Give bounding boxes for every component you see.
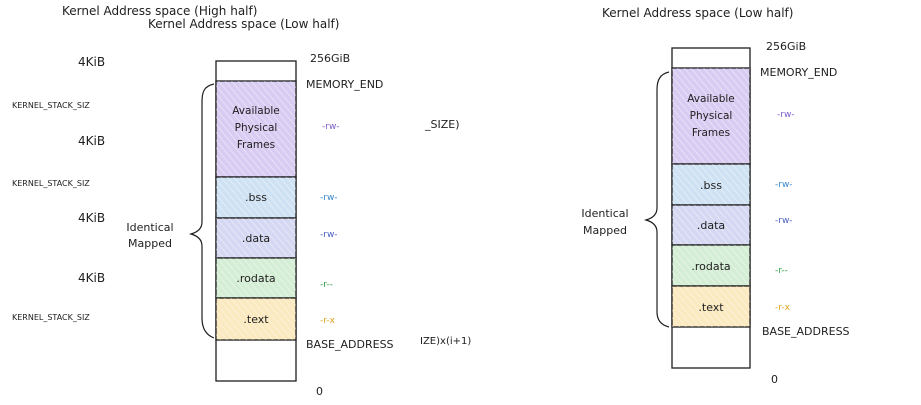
segment-label: .bss — [245, 191, 267, 204]
permission-label: -rw- — [322, 122, 340, 132]
segment-label-line: Physical — [690, 110, 733, 122]
address-label-top: 256GiB — [310, 52, 350, 65]
segment-label: .text — [243, 313, 269, 326]
segment-label-line: Available — [232, 105, 280, 117]
segment-bss: .bss — [215, 176, 297, 219]
segment-data: .data — [215, 217, 297, 259]
size-label-4kib: 4KiB — [78, 211, 105, 225]
permission-label: -r-x — [320, 316, 336, 326]
identical-mapped-brace — [643, 71, 670, 328]
segment-text: .text — [671, 285, 751, 328]
address-label-memory-end: MEMORY_END — [306, 78, 383, 91]
address-label-base: BASE_ADDRESS — [306, 338, 394, 351]
segment-label: .rodata — [691, 260, 730, 273]
right-title-low: Kernel Address space (Low half) — [602, 6, 793, 20]
segment-label: .bss — [700, 179, 722, 192]
segment-label-line: Physical — [235, 122, 278, 134]
permission-label: -rw- — [775, 180, 793, 190]
size-label-kernel-stack: KERNEL_STACK_SIZ — [12, 313, 90, 322]
overlap-formula-text: IZE)x(i+1) — [420, 336, 471, 347]
permission-label: -rw- — [775, 216, 793, 226]
segment-rodata: .rodata — [671, 244, 751, 287]
size-label-kernel-stack: KERNEL_STACK_SIZ — [12, 179, 90, 188]
segment-data: .data — [671, 204, 751, 246]
address-label-zero: 0 — [316, 385, 323, 398]
size-label-4kib: 4KiB — [78, 271, 105, 285]
segment-label-line: Frames — [692, 127, 730, 139]
segment-label: .rodata — [236, 272, 275, 285]
address-label-base: BASE_ADDRESS — [762, 325, 850, 338]
segment-available-physical-frames: Available Physical Frames — [215, 80, 297, 178]
left-side-labels: 4KiB KERNEL_STACK_SIZ 4KiB KERNEL_STACK_… — [12, 55, 105, 322]
right-diagram: Kernel Address space (Low half) Availabl… — [581, 6, 849, 386]
address-label-top: 256GiB — [766, 40, 806, 53]
left-diagram: Kernel Address space (High half) Kernel … — [12, 4, 471, 398]
segment-label: .data — [242, 232, 270, 245]
identical-mapped-label: Mapped — [583, 224, 627, 237]
left-title-high: Kernel Address space (High half) — [62, 4, 257, 18]
size-label-4kib: 4KiB — [78, 55, 105, 69]
permission-label: -rw- — [320, 230, 338, 240]
segment-text: .text — [215, 297, 297, 341]
identical-mapped-brace — [188, 83, 215, 339]
permission-label: -rw- — [320, 193, 338, 203]
size-label-kernel-stack: KERNEL_STACK_SIZ — [12, 101, 90, 110]
permission-label: -rw- — [777, 110, 795, 120]
segment-label: .data — [697, 219, 725, 232]
identical-mapped-label: Identical — [581, 207, 628, 220]
identical-mapped-label: Identical — [126, 221, 173, 234]
size-label-4kib: 4KiB — [78, 134, 105, 148]
permission-label: -r-x — [775, 303, 791, 313]
permission-label: -r-- — [320, 280, 333, 290]
permission-label: -r-- — [775, 266, 788, 276]
address-label-zero: 0 — [771, 373, 778, 386]
segment-label-line: Frames — [237, 139, 275, 151]
segment-bss: .bss — [671, 163, 751, 206]
segment-label-line: Available — [687, 93, 735, 105]
overlap-size-text: _SIZE) — [424, 118, 460, 131]
segment-available-physical-frames: Available Physical Frames — [671, 67, 751, 165]
identical-mapped-label: Mapped — [128, 237, 172, 250]
segment-rodata: .rodata — [215, 257, 297, 299]
segment-label: .text — [698, 301, 724, 314]
left-title-low: Kernel Address space (Low half) — [148, 17, 339, 31]
address-label-memory-end: MEMORY_END — [760, 66, 837, 79]
